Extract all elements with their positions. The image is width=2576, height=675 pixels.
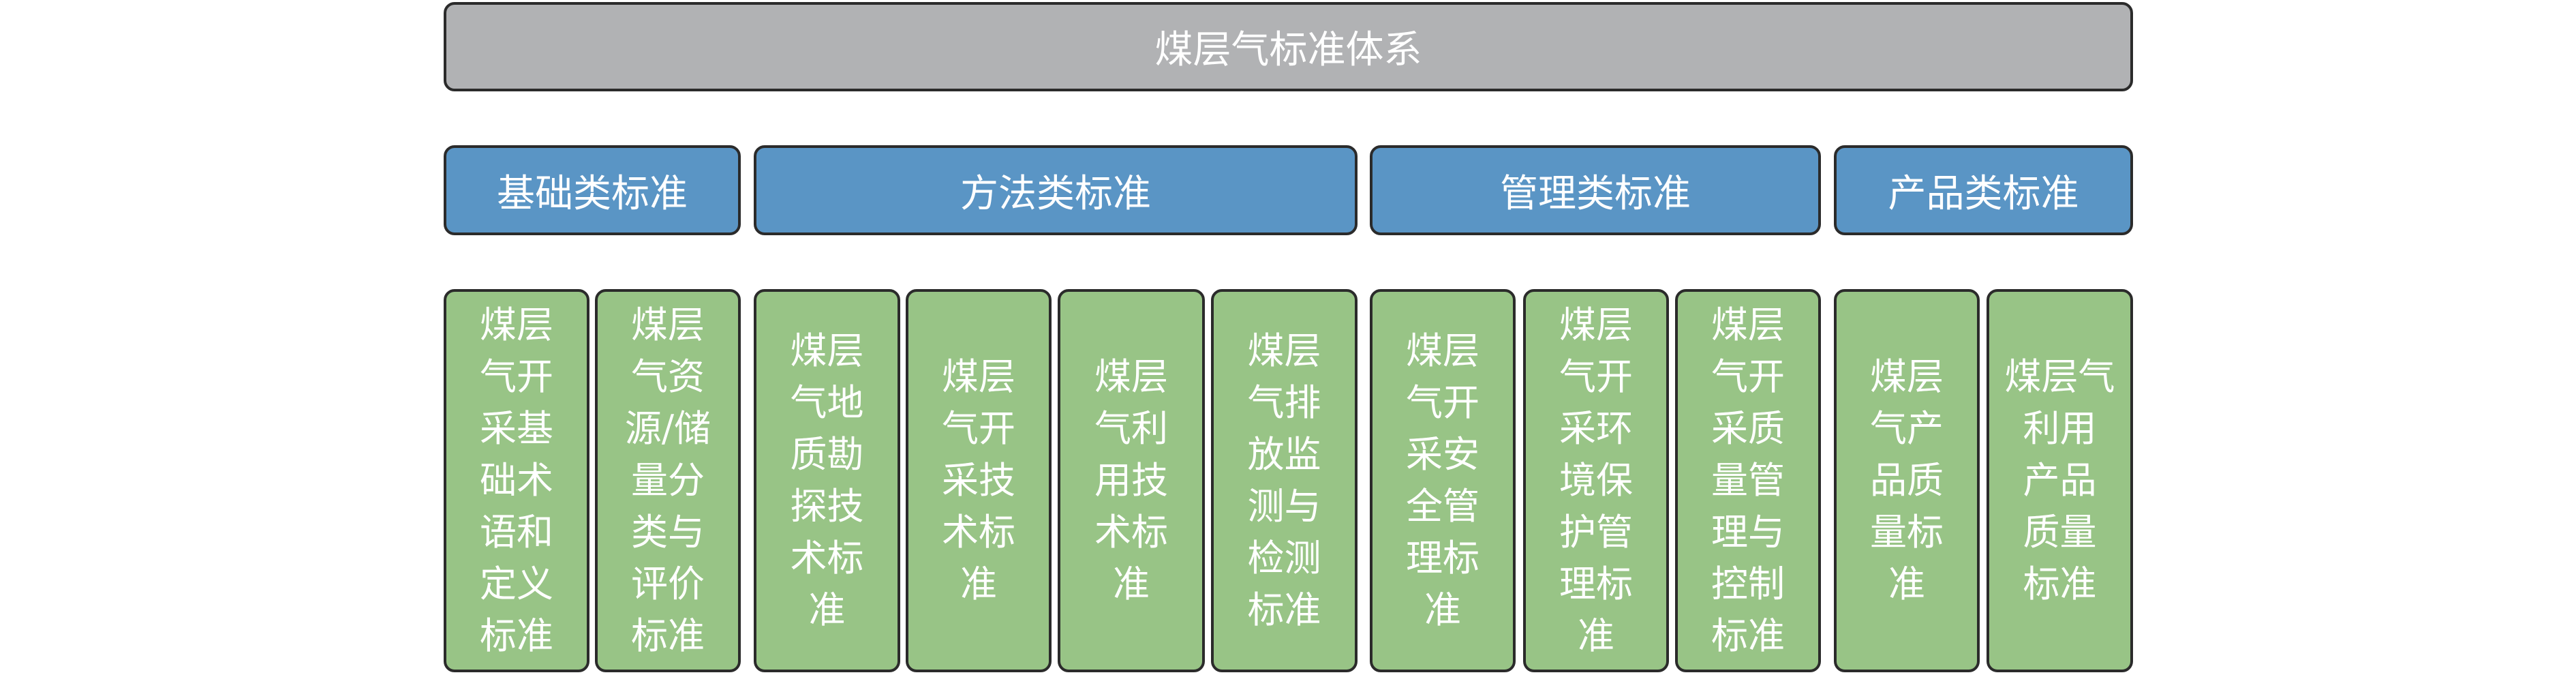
root-node: 煤层气标准体系 (444, 2, 2133, 91)
leaf-node: 煤层 气地 质勘 探技 术标 准 (754, 289, 900, 672)
leaf-node: 煤层 气开 采环 境保 护管 理标 准 (1523, 289, 1669, 672)
category-management: 管理类标准 (1370, 145, 1821, 235)
leaf-label: 煤层 气开 采环 境保 护管 理标 准 (1559, 303, 1633, 657)
leaf-node: 煤层气 利用 产品 质量 标准 (1987, 289, 2133, 672)
leaf-label: 煤层 气开 采质 量管 理与 控制 标准 (1711, 303, 1785, 657)
leaf-label: 煤层 气产 品质 量标 准 (1870, 355, 1944, 605)
leaf-node: 煤层 气开 采技 术标 准 (906, 289, 1052, 672)
root-label: 煤层气标准体系 (1154, 28, 1422, 72)
leaf-node: 煤层 气开 采基 础术 语和 定义 标准 (444, 289, 589, 672)
leaf-node: 煤层 气利 用技 术标 准 (1058, 289, 1205, 672)
leaf-label: 煤层 气开 采基 础术 语和 定义 标准 (480, 303, 553, 657)
leaf-label: 煤层 气资 源/储 量分 类与 评价 标准 (624, 303, 711, 657)
category-label: 管理类标准 (1500, 171, 1691, 216)
leaf-node: 煤层 气开 采质 量管 理与 控制 标准 (1675, 289, 1821, 672)
category-product: 产品类标准 (1834, 145, 2133, 235)
category-basic: 基础类标准 (444, 145, 741, 235)
leaf-label: 煤层 气开 采技 术标 准 (942, 355, 1015, 605)
category-label: 产品类标准 (1888, 171, 2079, 216)
leaf-label: 煤层 气排 放监 测与 检测 标准 (1247, 329, 1321, 631)
leaf-node: 煤层 气排 放监 测与 检测 标准 (1211, 289, 1358, 672)
leaf-node: 煤层 气开 采安 全管 理标 准 (1370, 289, 1516, 672)
leaf-label: 煤层 气利 用技 术标 准 (1094, 355, 1168, 605)
leaf-node: 煤层 气产 品质 量标 准 (1834, 289, 1980, 672)
leaf-label: 煤层气 利用 产品 质量 标准 (2004, 355, 2115, 605)
leaf-label: 煤层 气地 质勘 探技 术标 准 (790, 329, 864, 631)
category-label: 方法类标准 (960, 171, 1151, 216)
leaf-node: 煤层 气资 源/储 量分 类与 评价 标准 (595, 289, 741, 672)
category-label: 基础类标准 (497, 171, 688, 216)
leaf-label: 煤层 气开 采安 全管 理标 准 (1406, 329, 1479, 631)
category-method: 方法类标准 (754, 145, 1358, 235)
